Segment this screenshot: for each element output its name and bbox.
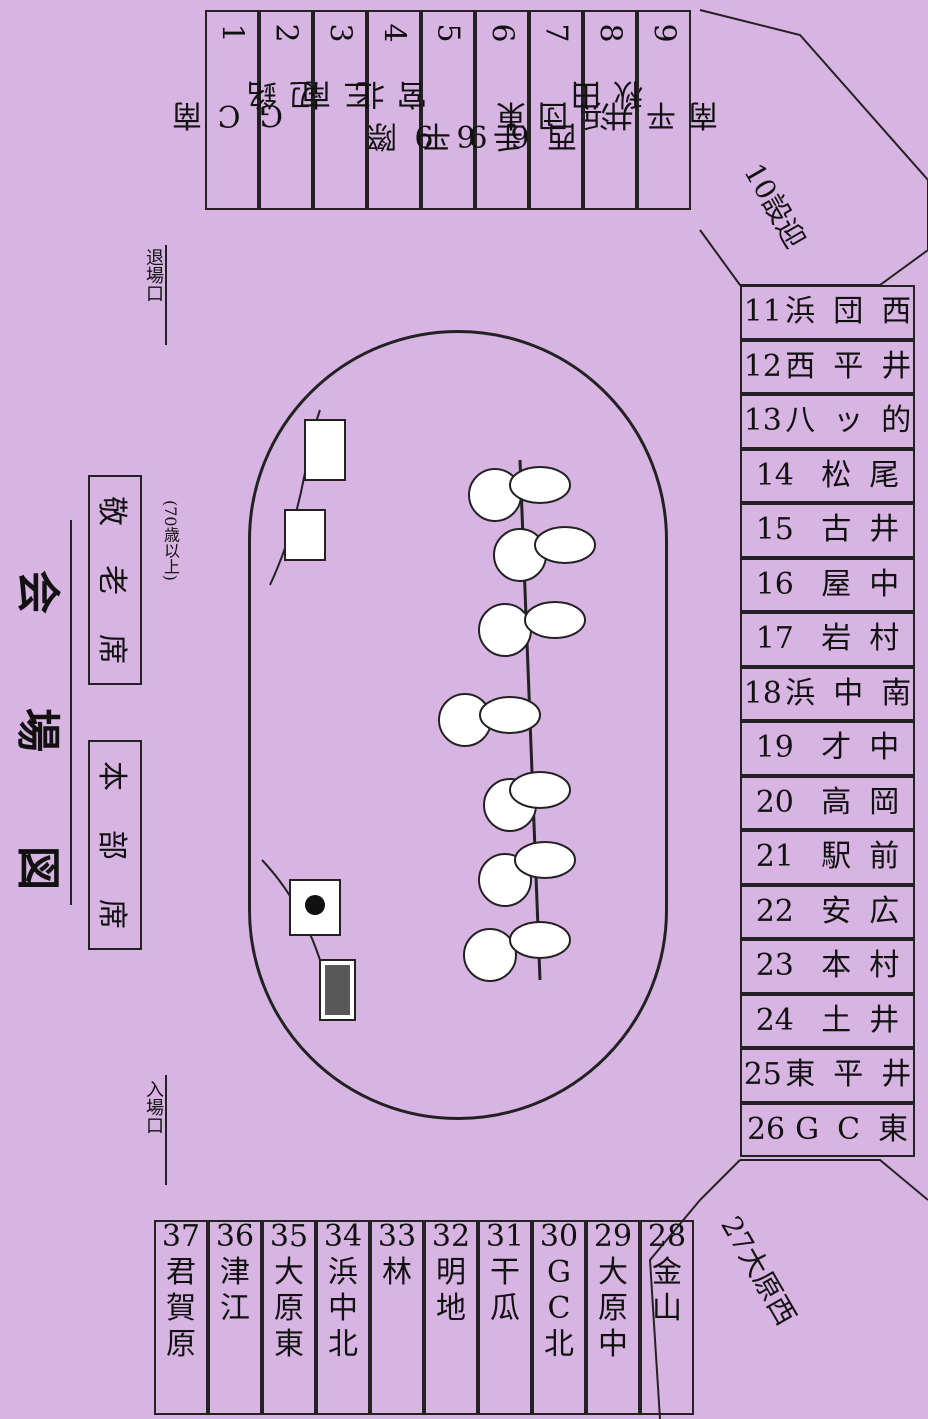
block-number: 11 xyxy=(743,294,782,330)
headquarters-box: 本 部 席 xyxy=(88,740,142,950)
block-name: 君賀原 xyxy=(166,1255,196,1362)
block-name: 浜中北 xyxy=(328,1255,358,1362)
block-number: 12 xyxy=(743,348,782,384)
block-name: 金山 xyxy=(652,1255,682,1326)
block-name: 津江 xyxy=(220,1255,250,1326)
block-number: 15 xyxy=(755,512,794,548)
right-block-24: 24 土井 xyxy=(740,993,915,1048)
block-name: 西平井 xyxy=(785,348,912,384)
block-name: 明地 xyxy=(436,1255,466,1326)
block-name: 駅前 xyxy=(821,839,900,875)
block-name: 松尾 xyxy=(821,457,900,493)
block-name: 才中 xyxy=(821,730,900,766)
block-number: 37 xyxy=(161,1219,201,1254)
right-block-15: 15 古井 xyxy=(740,503,915,558)
right-block-19: 19 才中 xyxy=(740,721,915,776)
right-block-21: 21 駅前 xyxy=(740,830,915,885)
right-block-16: 16 屋中 xyxy=(740,557,915,612)
block-name: 浜団西 xyxy=(785,294,912,330)
block-name: 土井 xyxy=(821,1002,900,1038)
block-number: 28 xyxy=(647,1219,687,1254)
block-number: 30 xyxy=(539,1219,579,1254)
block-name: 大原中 xyxy=(598,1255,628,1362)
block-number: 36 xyxy=(215,1219,255,1254)
block-name: 林 xyxy=(382,1255,412,1290)
block-number: 23 xyxy=(755,948,794,984)
block-number: 29 xyxy=(593,1219,633,1254)
right-block-17: 17 岩村 xyxy=(740,612,915,667)
entrance-label: 入場口 xyxy=(143,1080,164,1134)
block-name: 屋中 xyxy=(821,566,900,602)
block-number: 17 xyxy=(755,621,794,657)
block-number: 24 xyxy=(755,1002,794,1038)
block-name: 本村 xyxy=(821,948,900,984)
block-name: 八ッ的 xyxy=(785,403,912,439)
block-number: 34 xyxy=(323,1219,363,1254)
title-underline xyxy=(70,520,72,905)
block-number: 19 xyxy=(755,730,794,766)
elders-note: (70歳以上) xyxy=(161,499,180,581)
exit-line xyxy=(165,245,167,345)
right-block-14: 14 松尾 xyxy=(740,448,915,503)
block-name: 大原東 xyxy=(274,1255,304,1362)
block-name: 古井 xyxy=(821,512,900,548)
field-track xyxy=(248,330,668,1120)
block-name: 東平井 xyxy=(785,1057,912,1093)
block-number: 31 xyxy=(485,1219,525,1254)
block-number: 26 xyxy=(746,1111,786,1147)
entrance-line xyxy=(165,1075,167,1185)
block-number: 32 xyxy=(431,1219,471,1254)
elders-box: 敬 老 席 xyxy=(88,475,142,685)
block-name: 高岡 xyxy=(821,784,900,820)
right-block-20: 20 高岡 xyxy=(740,775,915,830)
block-number: 18 xyxy=(743,675,782,711)
block-name: 浜中南 xyxy=(785,675,912,711)
block-name: 岩村 xyxy=(821,621,900,657)
block-number: 21 xyxy=(755,839,794,875)
right-block-23: 23 本村 xyxy=(740,939,915,994)
block-number: 22 xyxy=(755,893,794,929)
block-number: 16 xyxy=(755,566,794,602)
block-number: 35 xyxy=(269,1219,309,1254)
block-number: 25 xyxy=(743,1057,782,1093)
block-number: 14 xyxy=(755,457,794,493)
right-block-22: 22 安広 xyxy=(740,884,915,939)
block-name: 安広 xyxy=(821,893,900,929)
block-number: 13 xyxy=(743,403,782,439)
block-number: 20 xyxy=(755,784,794,820)
block-name: 干瓜 xyxy=(490,1255,520,1326)
exit-label: 退場口 xyxy=(143,248,164,302)
block-number: 33 xyxy=(377,1219,417,1254)
